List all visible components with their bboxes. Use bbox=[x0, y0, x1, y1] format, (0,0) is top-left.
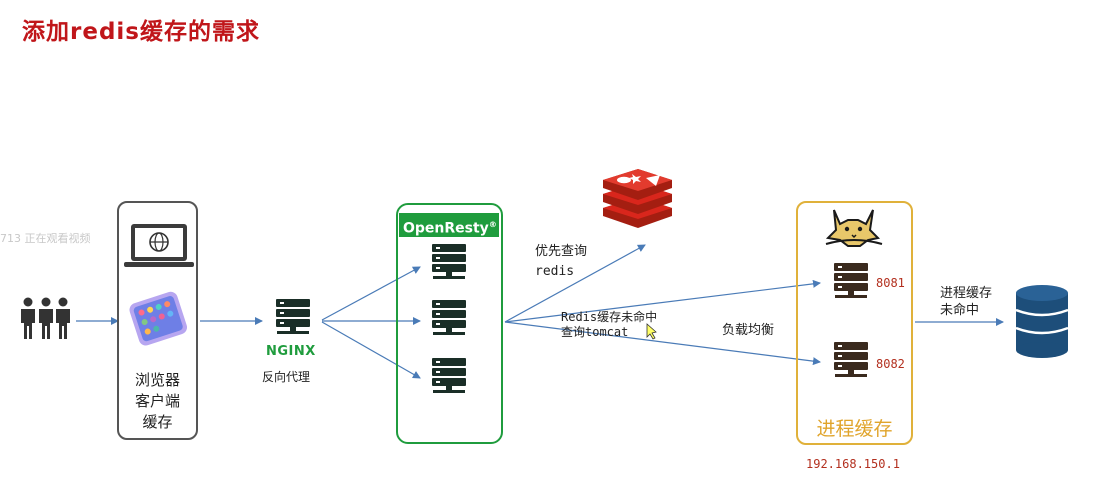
redis-query-line: 优先查询 bbox=[535, 244, 588, 259]
client-label-line: 缓存 bbox=[142, 413, 173, 431]
arrow-openresty-to-8082 bbox=[504, 321, 821, 366]
server-icon bbox=[432, 244, 466, 279]
flow-arrows bbox=[76, 244, 1004, 379]
port-label: 8082 bbox=[876, 357, 905, 371]
redis-query-line: redis bbox=[535, 264, 575, 279]
users-icon bbox=[21, 297, 70, 339]
cursor-icon bbox=[646, 323, 657, 340]
arrow-nginx-to-server-1 bbox=[321, 266, 421, 321]
server-icon bbox=[834, 342, 868, 377]
phone-icon bbox=[129, 291, 188, 346]
viewer-notice: 713 正在观看视频 bbox=[0, 232, 91, 245]
db-miss-label: 进程缓存 未命中 bbox=[940, 285, 992, 319]
db-miss-line: 未命中 bbox=[940, 303, 980, 318]
server-icon bbox=[276, 299, 310, 334]
redis-miss-line: Redis缓存未命中 bbox=[561, 310, 658, 324]
nginx-label: 反向代理 bbox=[262, 370, 311, 384]
registered-mark: ® bbox=[488, 220, 497, 229]
ip-address: 192.168.150.1 bbox=[806, 457, 900, 471]
db-miss-line: 进程缓存 bbox=[940, 286, 993, 301]
redis-query-label: 优先查询 redis bbox=[535, 242, 587, 282]
openresty-name: OpenResty bbox=[403, 220, 489, 237]
server-icon bbox=[432, 300, 466, 335]
laptop-icon bbox=[124, 224, 194, 267]
page-title: 添加redis缓存的需求 bbox=[22, 19, 260, 45]
process-cache-label: 进程缓存 bbox=[816, 418, 893, 440]
client-label-line: 浏览器 bbox=[134, 371, 180, 389]
redis-icon bbox=[603, 169, 672, 228]
port-label: 8081 bbox=[876, 276, 905, 290]
client-cache-label: 浏览器 客户端 缓存 bbox=[117, 370, 198, 433]
load-balance-label: 负载均衡 bbox=[722, 323, 775, 338]
openresty-header: OpenResty® bbox=[399, 213, 499, 237]
redis-miss-label: Redis缓存未命中 查询tomcat bbox=[561, 310, 657, 340]
nginx-logo: NGINX bbox=[266, 344, 316, 359]
redis-miss-line: 查询tomcat bbox=[561, 325, 629, 339]
client-label-line: 客户端 bbox=[134, 392, 180, 410]
database-icon bbox=[1015, 285, 1069, 358]
openresty-box bbox=[396, 203, 503, 444]
arrow-openresty-to-redis bbox=[504, 244, 646, 323]
process-cache-box bbox=[796, 201, 913, 445]
arrow-nginx-to-server-3 bbox=[321, 321, 421, 379]
server-icon bbox=[432, 358, 466, 393]
server-icon bbox=[834, 263, 868, 298]
tomcat-icon bbox=[825, 209, 883, 247]
client-cache-box bbox=[117, 201, 198, 440]
arrow-openresty-to-8081 bbox=[504, 279, 821, 323]
